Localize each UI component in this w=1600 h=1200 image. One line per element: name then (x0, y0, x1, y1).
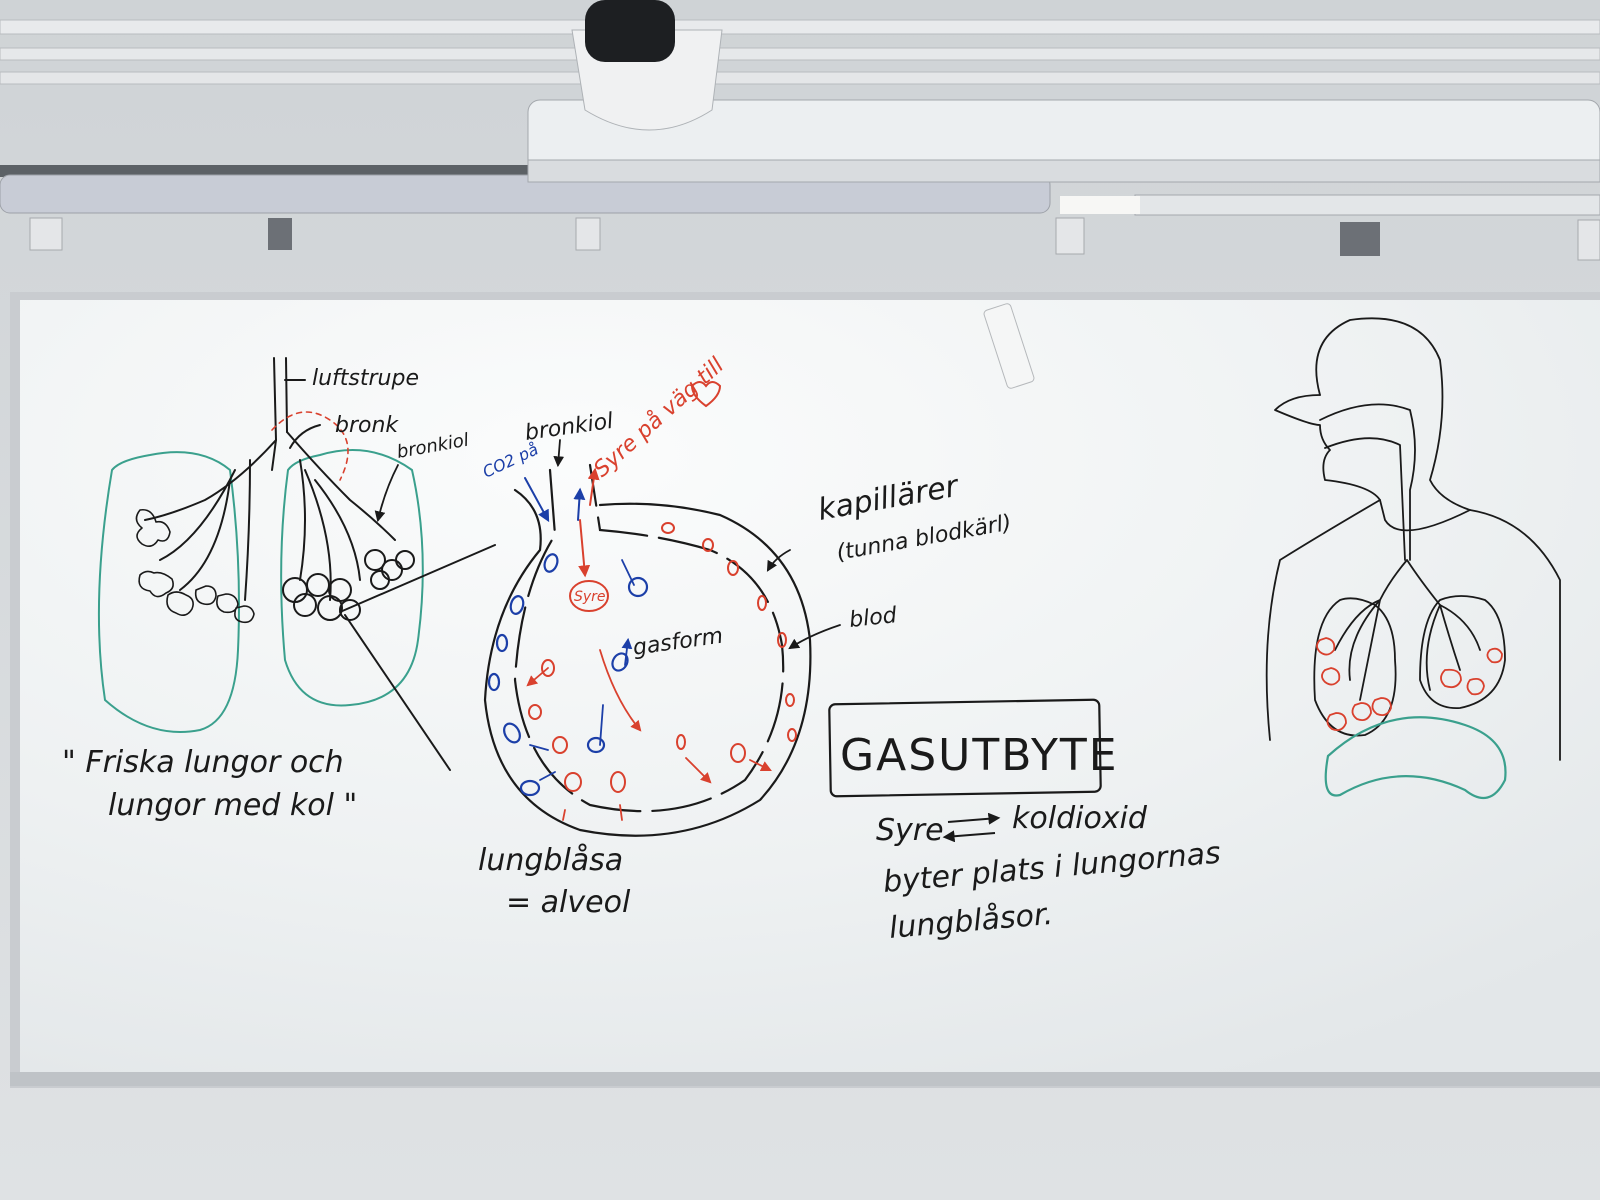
label-luftstrupe: luftstrupe (312, 366, 419, 391)
gasutbyte-box (828, 698, 1102, 798)
projector (571, 0, 723, 131)
exchange-arrows-icon (942, 812, 1001, 843)
human-torso-diagram (1265, 317, 1561, 761)
lung-diagram-left (97, 357, 496, 771)
whiteboard-surface (20, 300, 1600, 1080)
blood-cells-red (528, 522, 797, 793)
torso-alveoli-red (1316, 637, 1503, 732)
quote-line-1: " Friska lungor och (62, 745, 344, 780)
exchange-syre: Syre (876, 813, 944, 848)
heading-gasutbyte: GASUTBYTE (840, 730, 1119, 781)
marker-tray (10, 1072, 1600, 1086)
label-lungblasa: lungblåsa (478, 843, 623, 878)
ceiling-rails (0, 19, 1600, 216)
blood-cells-blue (487, 553, 649, 797)
eraser (983, 303, 1035, 389)
quote-line-2: lungor med kol " (108, 788, 357, 823)
label-syre-bubble: Syre (574, 589, 606, 605)
label-bronk: bronk (335, 413, 399, 438)
label-blod: blod (848, 603, 899, 633)
heart-icon (690, 381, 722, 408)
label-alveol: = alveol (506, 885, 631, 920)
exchange-koldioxid: koldioxid (1012, 801, 1148, 836)
diaphragm (1324, 716, 1507, 800)
alveolus-diagram (483, 439, 841, 837)
rail-brackets (29, 217, 1600, 261)
